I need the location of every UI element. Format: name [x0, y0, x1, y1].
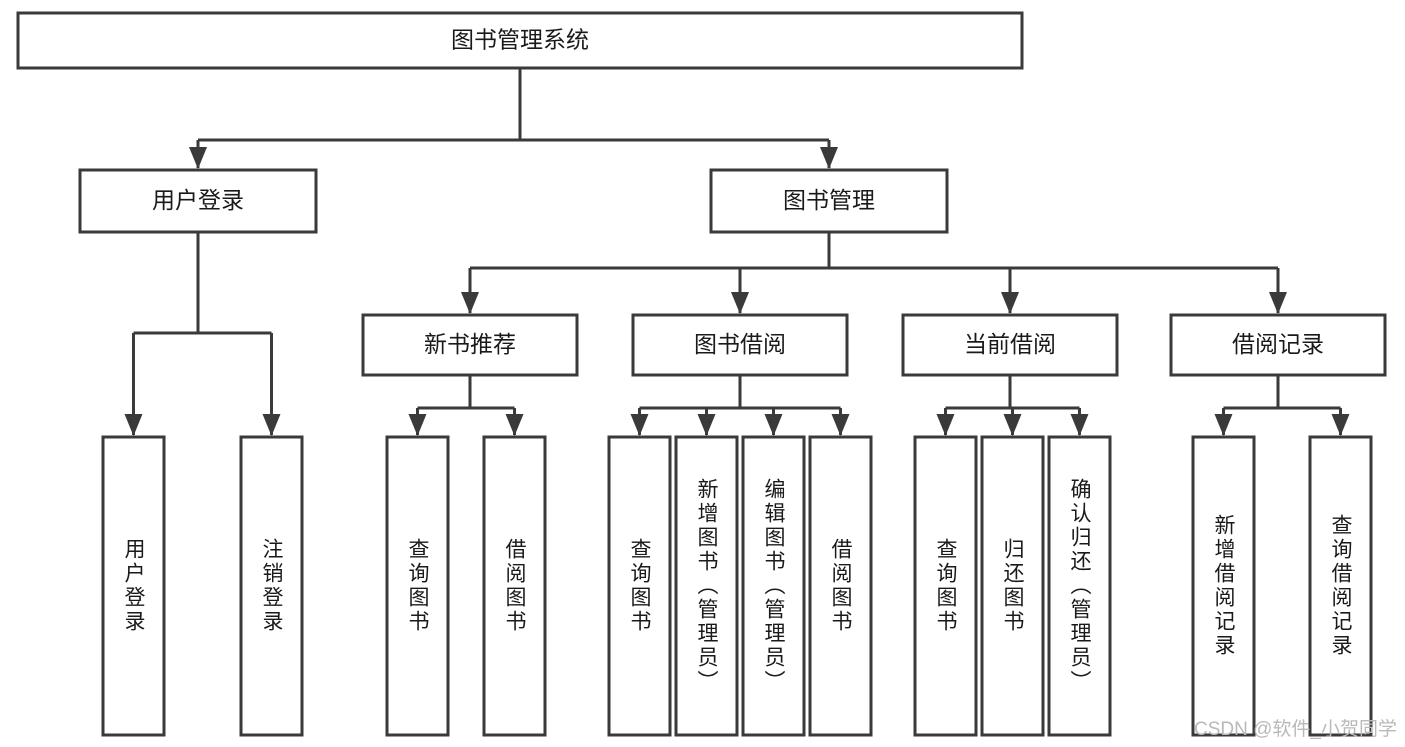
node-box-leaf-add-record[interactable]	[1191, 435, 1256, 737]
node-label-current-borrow: 当前借阅	[964, 331, 1056, 357]
node-box-borrow-record[interactable]	[1169, 313, 1387, 377]
node-box-leaf-query-book-1[interactable]	[385, 435, 450, 737]
arrow-head-icon	[831, 414, 850, 436]
arrow-head-icon	[262, 414, 281, 436]
node-box-current-borrow[interactable]	[901, 313, 1119, 377]
arrow-head-icon	[189, 147, 207, 169]
arrow-head-icon	[1269, 292, 1287, 314]
node-box-leaf-user-logout[interactable]	[239, 435, 304, 737]
node-box-leaf-edit-book[interactable]	[741, 435, 806, 737]
arrow-head-icon	[461, 292, 479, 314]
node-label-book-borrow: 图书借阅	[694, 331, 786, 357]
arrow-head-icon	[1001, 292, 1019, 314]
arrow-head-icon	[1331, 414, 1350, 436]
arrow-head-icon	[764, 414, 783, 436]
arrow-head-icon	[124, 414, 143, 436]
arrow-head-icon	[505, 414, 524, 436]
arrow-head-icon	[1003, 414, 1022, 436]
node-label-new-book-recommend: 新书推荐	[424, 331, 516, 357]
node-box-new-book-recommend[interactable]	[361, 313, 579, 377]
arrow-head-icon	[408, 414, 427, 436]
node-label-root: 图书管理系统	[451, 27, 589, 53]
node-box-leaf-user-login[interactable]	[101, 435, 166, 737]
node-box-user-login[interactable]	[78, 168, 318, 234]
arrow-head-icon	[820, 147, 838, 169]
node-box-leaf-query-record[interactable]	[1308, 435, 1373, 737]
arrow-head-icon	[936, 414, 955, 436]
node-box-leaf-borrow-book-2[interactable]	[808, 435, 873, 737]
arrow-head-icon	[1214, 414, 1233, 436]
node-label-book-manage: 图书管理	[783, 187, 875, 213]
node-box-leaf-query-book-3[interactable]	[913, 435, 978, 737]
arrow-head-icon	[731, 292, 749, 314]
arrow-head-icon	[630, 414, 649, 436]
arrow-head-icon	[1070, 414, 1089, 436]
node-box-book-manage[interactable]	[709, 168, 949, 234]
node-box-root[interactable]	[16, 11, 1024, 70]
arrow-head-icon	[697, 414, 716, 436]
node-box-leaf-add-book[interactable]	[674, 435, 739, 737]
watermark: CSDN @软件_小贺同学	[1194, 719, 1397, 740]
node-box-leaf-query-book-2[interactable]	[607, 435, 672, 737]
node-box-layer	[16, 11, 1387, 737]
node-box-leaf-return-book[interactable]	[980, 435, 1045, 737]
node-label-user-login: 用户登录	[152, 187, 244, 213]
connector-layer	[124, 68, 1350, 436]
node-label-borrow-record: 借阅记录	[1232, 331, 1324, 357]
node-box-leaf-confirm-return[interactable]	[1047, 435, 1112, 737]
node-box-book-borrow[interactable]	[631, 313, 849, 377]
node-box-leaf-borrow-book-1[interactable]	[482, 435, 547, 737]
